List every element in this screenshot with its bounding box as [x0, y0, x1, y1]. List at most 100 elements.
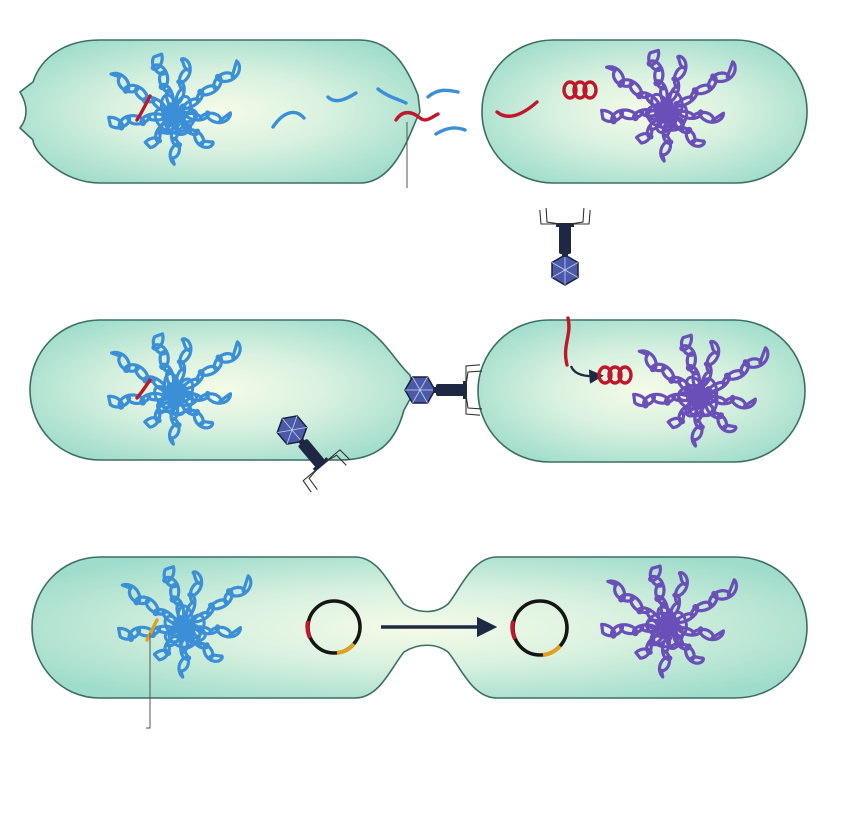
phage-tail: [298, 439, 325, 467]
chromosome-loop: [600, 107, 670, 125]
chromosome-loop: [667, 578, 739, 632]
phage-collar: [298, 438, 306, 445]
chromosome-loop: [150, 52, 180, 116]
integration-arrow: [569, 365, 604, 384]
phage-tail-fiber: [327, 449, 351, 461]
phage-tail-fiber: [545, 207, 561, 225]
chromosome-core-loop: [163, 625, 191, 644]
donor-chromosome: [107, 52, 242, 166]
phage-facet: [286, 429, 293, 445]
chromosome-loop: [143, 111, 175, 150]
phage-facet: [282, 418, 293, 431]
phage-tail-fiber: [569, 207, 585, 225]
dna-fragment: [271, 110, 306, 129]
chromosome-core-loop: [171, 392, 195, 416]
chromosome-loop: [666, 624, 725, 642]
chromosome-core-loop: [644, 102, 671, 121]
dna-fragment: [376, 87, 408, 105]
recipient-cell: [477, 319, 806, 463]
chromosome-loop: [646, 48, 673, 113]
plasmid-orange-marker: [542, 644, 562, 657]
phage-facet: [551, 262, 566, 271]
chromosome-core-loop: [178, 627, 202, 650]
chromosome-loop: [110, 350, 179, 395]
chromosome-loop: [637, 349, 704, 397]
phage-facet: [412, 376, 421, 391]
donor-plasmid: [305, 599, 362, 655]
chromosome-core-loop: [646, 109, 672, 129]
plasmid-red-marker: [305, 620, 312, 639]
pointer-line: [146, 633, 151, 729]
phage-baseplate: [463, 381, 467, 399]
free-gene-fragment: [394, 110, 440, 122]
recipient-cell: [481, 39, 808, 184]
chromosome-core-loop: [187, 613, 206, 640]
donor-gene-segment: [135, 378, 152, 400]
panel-transformation: [18, 39, 808, 188]
phage-tail-fiber: [308, 468, 319, 490]
chromosome-loop: [109, 71, 178, 115]
gene-coil-loop: [617, 365, 633, 385]
chromosome-loop: [143, 391, 175, 429]
donor-cell-lysed: [18, 39, 421, 184]
panel-transduction: [29, 207, 806, 493]
recipient-chromosome: [632, 333, 770, 448]
phage-tail-fiber: [539, 209, 557, 225]
phage-tail: [436, 384, 464, 396]
chromosome-loop: [175, 59, 242, 119]
phage-baseplate: [312, 457, 330, 472]
phage-facet: [551, 269, 566, 278]
phage-tail-fiber: [302, 469, 316, 493]
imported-gene-fragment: [495, 100, 539, 119]
donor-chromosome: [107, 332, 242, 446]
chromosome-loop: [185, 574, 253, 632]
chromosome-loop: [679, 333, 705, 398]
plasmid-orange-marker: [336, 642, 356, 655]
chromosome-core-loop: [670, 103, 689, 130]
chromosome-loop: [172, 337, 193, 398]
chromosome-core-loop: [646, 611, 673, 630]
recipient-chromosome: [600, 48, 737, 163]
recipient-gene-coil: [562, 80, 598, 100]
phage-facet: [277, 429, 293, 434]
phage-facet: [564, 269, 579, 278]
chromosome-loop: [606, 579, 672, 628]
phage-facet: [291, 426, 307, 431]
bacteriophage: [276, 415, 351, 493]
chromosome-loop: [699, 346, 770, 401]
dna-fragment: [434, 126, 467, 136]
chromosome-core-loop: [652, 631, 680, 649]
recipient-plasmid: [510, 599, 569, 657]
phage-facet: [291, 429, 302, 442]
phage-facet: [419, 389, 428, 404]
dna-fragment: [426, 88, 460, 99]
phage-tail-fiber: [465, 370, 483, 386]
chromosome-loop: [175, 340, 242, 399]
plasmid-red-marker: [510, 620, 517, 640]
recipient-chromosome: [600, 564, 739, 679]
chromosome-core-loop: [153, 107, 175, 133]
phage-collar: [562, 253, 568, 257]
phage-baseplate: [556, 223, 574, 227]
gene-coil-loop: [572, 80, 588, 100]
dna-fragment: [326, 91, 358, 103]
chromosome-loop: [668, 60, 737, 116]
chromosome-loop: [666, 393, 700, 430]
chromosome-loop: [698, 339, 721, 400]
chromosome-core-loop: [153, 385, 175, 410]
chromosome-loop: [107, 390, 177, 410]
phage-tail-fiber: [573, 209, 591, 225]
gene-coil-loop: [607, 365, 623, 385]
bacteriophage-released: [404, 364, 483, 416]
chromosome-loop: [107, 110, 177, 131]
phage-tail-fiber: [325, 454, 347, 466]
phage-tail: [559, 226, 571, 254]
phage-tail-fiber: [465, 364, 481, 382]
donor-cell-lysed: [29, 319, 415, 461]
chromosome-core-loop: [156, 394, 183, 413]
chromosome-loop: [117, 623, 187, 642]
bacteriophage-in-donor: [276, 415, 351, 493]
chromosome-loop: [120, 582, 189, 628]
